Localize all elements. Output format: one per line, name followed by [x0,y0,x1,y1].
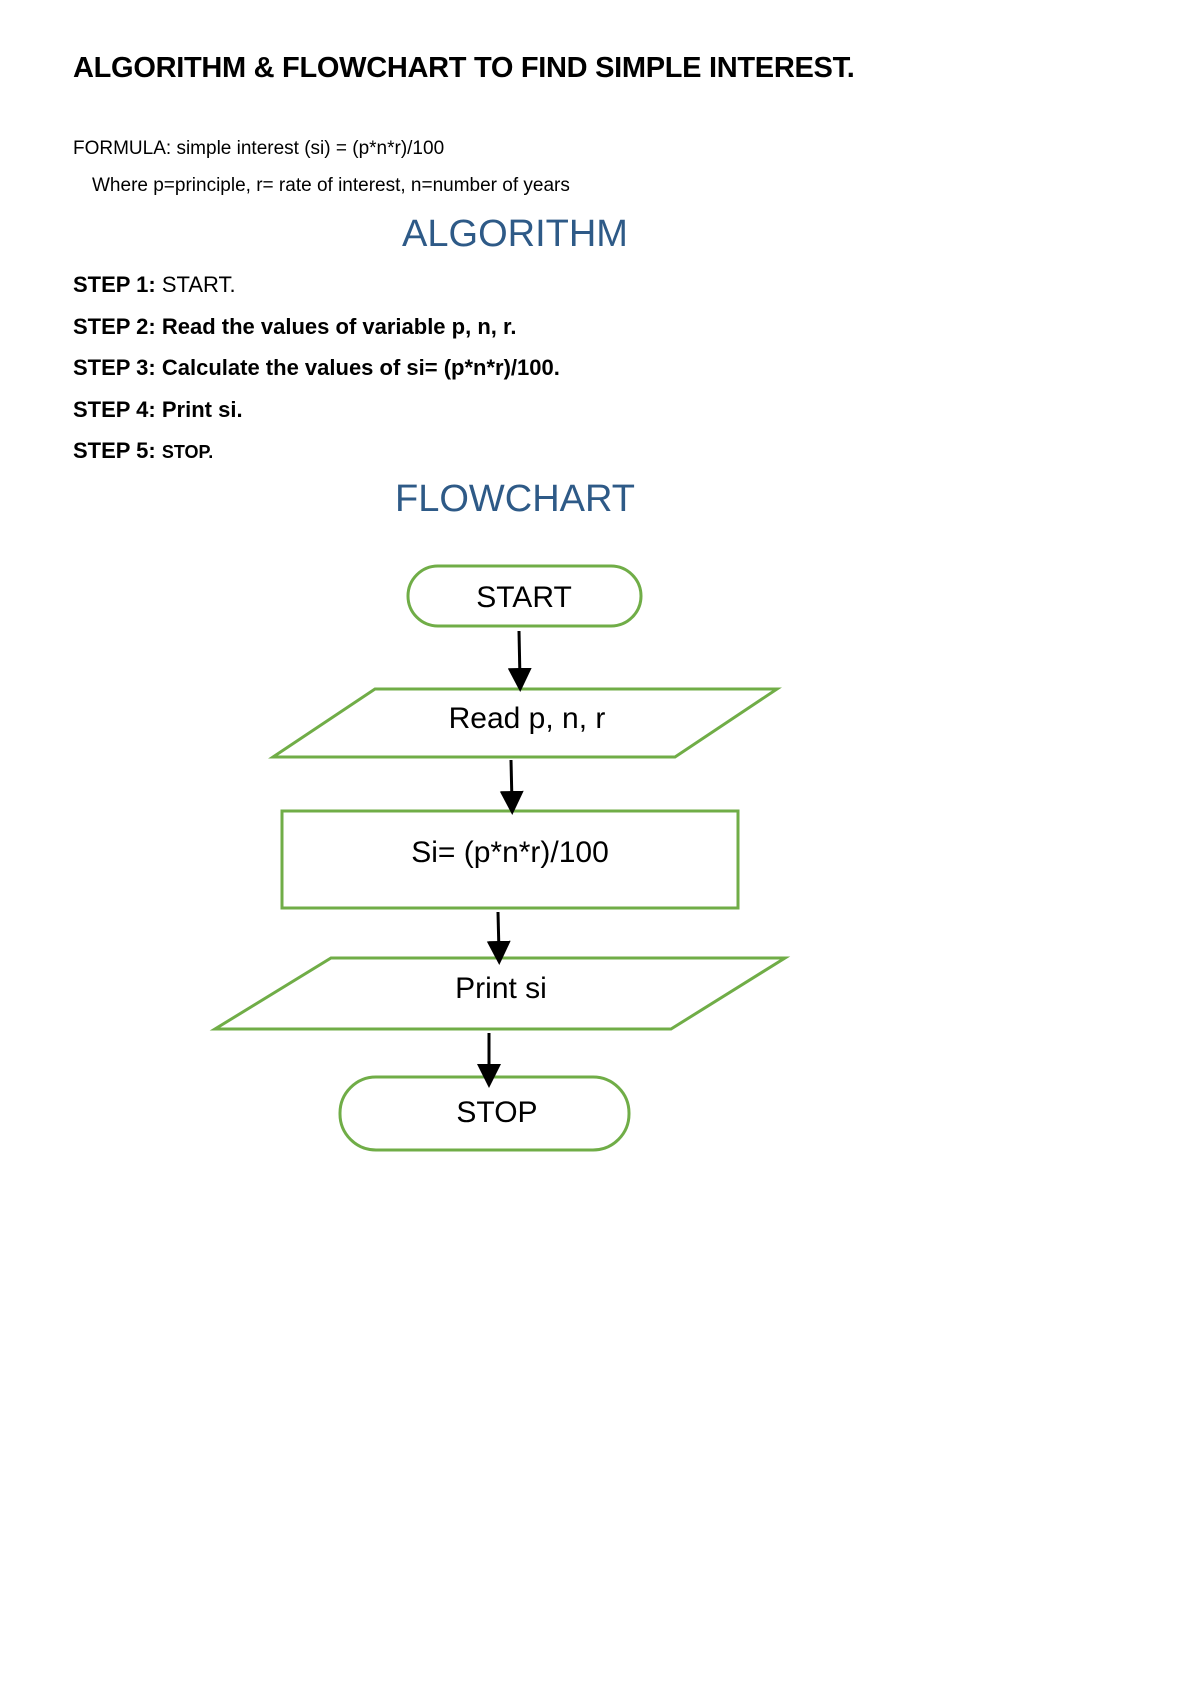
start-label: START [476,581,572,614]
step-text: STOP. [161,442,214,462]
process-label: Si= (p*n*r)/100 [411,836,609,869]
step-5: STEP 5: STOP. [73,438,213,464]
arrow-start-to-input [507,630,532,692]
output-label: Print si [455,972,547,1005]
arrow-input-to-process [499,759,524,815]
step-label: STEP 4: [73,397,156,422]
step-label: STEP 1: [73,272,156,297]
page-title: ALGORITHM & FLOWCHART TO FIND SIMPLE INT… [73,52,855,84]
step-label: STEP 5: [73,438,156,463]
start-terminator [406,564,643,628]
step-text: Read the values of variable p, n, r. [161,314,517,339]
step-text: Calculate the values of si= (p*n*r)/100. [161,355,560,380]
stop-label: STOP [456,1096,537,1129]
step-label: STEP 2: [73,314,156,339]
step-2: STEP 2: Read the values of variable p, n… [73,314,516,340]
input-label: Read p, n, r [449,702,606,735]
step-4: STEP 4: Print si. [73,397,243,423]
formula-text: FORMULA: simple interest (si) = (p*n*r)/… [73,138,445,159]
step-text: START. [161,272,236,297]
flowchart-heading: FLOWCHART [395,478,635,520]
step-label: STEP 3: [73,355,156,380]
output-parallelogram [209,956,791,1031]
algorithm-heading: ALGORITHM [402,213,628,255]
step-1: STEP 1: START. [73,272,236,298]
input-parallelogram [268,687,782,759]
step-3: STEP 3: Calculate the values of si= (p*n… [73,355,560,381]
arrow-process-to-output [486,911,511,965]
variable-definitions: Where p=principle, r= rate of interest, … [92,175,570,196]
step-text: Print si. [161,397,243,422]
